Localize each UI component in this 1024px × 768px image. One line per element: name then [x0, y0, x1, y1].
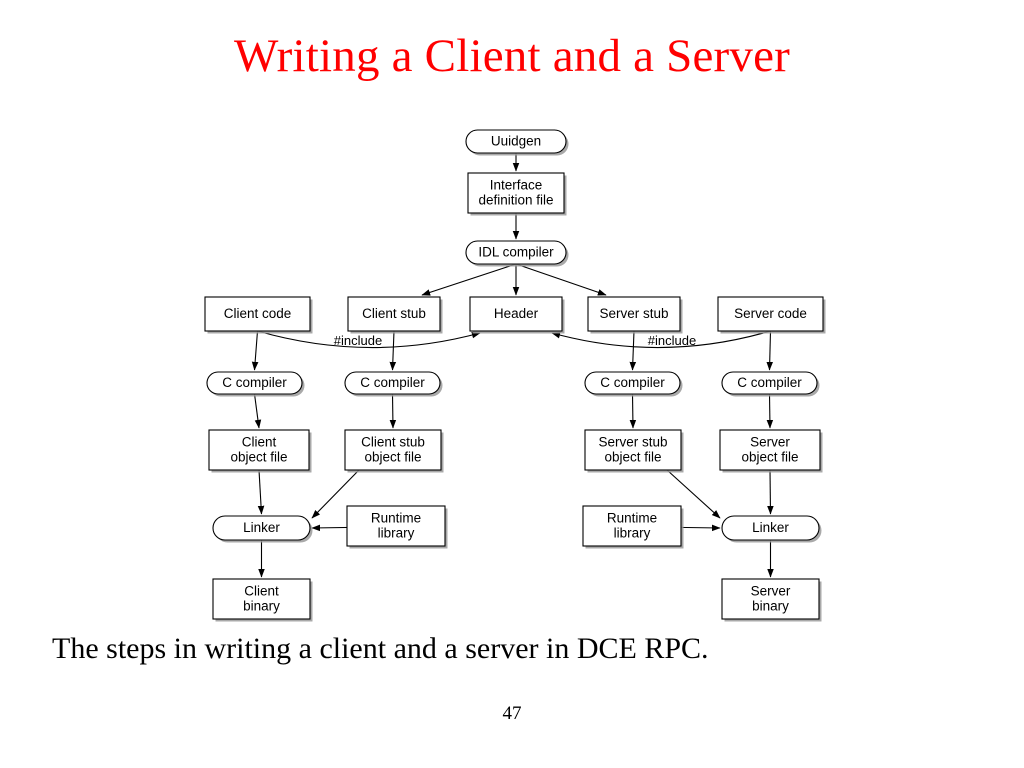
node-client_stub: Client stub: [347, 296, 443, 334]
node-box: [582, 505, 682, 547]
node-box: [347, 296, 441, 332]
edge-server_stub-to-cc3: [629, 330, 637, 371]
node-cc2: C compiler: [344, 371, 443, 397]
node-box: [465, 129, 567, 154]
edge-client_code-to-header: [257, 330, 481, 349]
node-label: IDL compiler: [478, 244, 554, 259]
edge-cc1-to-client_obj: [253, 393, 262, 429]
edge-idl-to-server_stub: [515, 263, 607, 296]
node-linker_c: Linker: [212, 515, 313, 543]
page-number: 47: [502, 703, 522, 724]
node-label: Client stub: [362, 306, 426, 321]
edge-server_code-to-cc4: [766, 330, 774, 371]
node-label: Linker: [243, 520, 280, 535]
node-uuidgen: Uuidgen: [465, 129, 569, 156]
node-box: [717, 296, 824, 332]
node-cc3: C compiler: [584, 371, 683, 397]
edge-server_code-to-header: [551, 330, 771, 349]
edge-label-include-1: #include: [648, 333, 696, 348]
node-box: [344, 429, 442, 471]
node-label: Uuidgen: [491, 133, 541, 148]
node-box: [204, 296, 311, 332]
node-linker_s: Linker: [721, 515, 822, 543]
node-client_code: Client code: [204, 296, 313, 334]
edge-labels-layer: #include #include: [334, 333, 696, 348]
node-box: [719, 429, 821, 471]
node-box: [344, 371, 441, 395]
edge-label-include-0: #include: [334, 333, 382, 348]
node-label: C compiler: [737, 375, 802, 390]
node-box: [469, 296, 563, 332]
node-box: [465, 240, 567, 265]
edge-server_obj-to-linker_s: [767, 469, 774, 515]
node-label: C compiler: [360, 375, 425, 390]
edge-sstub_obj-to-linker_s: [666, 469, 721, 519]
node-idl: IDL compiler: [465, 240, 569, 267]
edge-cc4-to-server_obj: [766, 393, 774, 429]
node-box: [206, 371, 303, 395]
node-box: [346, 505, 446, 547]
node-box: [587, 296, 681, 332]
node-label: C compiler: [600, 375, 665, 390]
node-server_stub: Server stub: [587, 296, 683, 334]
node-box: [208, 429, 310, 471]
node-box: [721, 578, 820, 620]
edge-cc3-to-sstub_obj: [629, 393, 637, 429]
node-box: [212, 515, 311, 541]
node-box: [212, 578, 311, 620]
edge-client_code-to-cc1: [251, 330, 259, 371]
edge-idl-to-client_stub: [421, 263, 517, 296]
node-label: Server stub: [599, 306, 668, 321]
node-label: Server code: [734, 306, 807, 321]
node-server_code: Server code: [717, 296, 826, 334]
node-cc1: C compiler: [206, 371, 305, 397]
slide-caption: The steps in writing a client and a serv…: [52, 632, 709, 665]
edge-client_obj-to-linker_c: [257, 469, 265, 515]
node-box: [721, 371, 818, 395]
node-label: Header: [494, 306, 539, 321]
edges-layer: [251, 153, 774, 578]
node-box: [721, 515, 820, 541]
edge-cstub_obj-to-linker_c: [311, 469, 360, 519]
node-box: [467, 172, 565, 214]
page-title: Writing a Client and a Server: [234, 30, 790, 82]
node-box: [584, 429, 682, 471]
node-box: [584, 371, 681, 395]
node-header: Header: [469, 296, 565, 334]
node-cc4: C compiler: [721, 371, 820, 397]
edge-cc2-to-cstub_obj: [389, 393, 397, 429]
node-label: C compiler: [222, 375, 287, 390]
node-label: Client code: [224, 306, 292, 321]
node-label: Linker: [752, 520, 789, 535]
edge-client_stub-to-cc2: [389, 330, 397, 371]
